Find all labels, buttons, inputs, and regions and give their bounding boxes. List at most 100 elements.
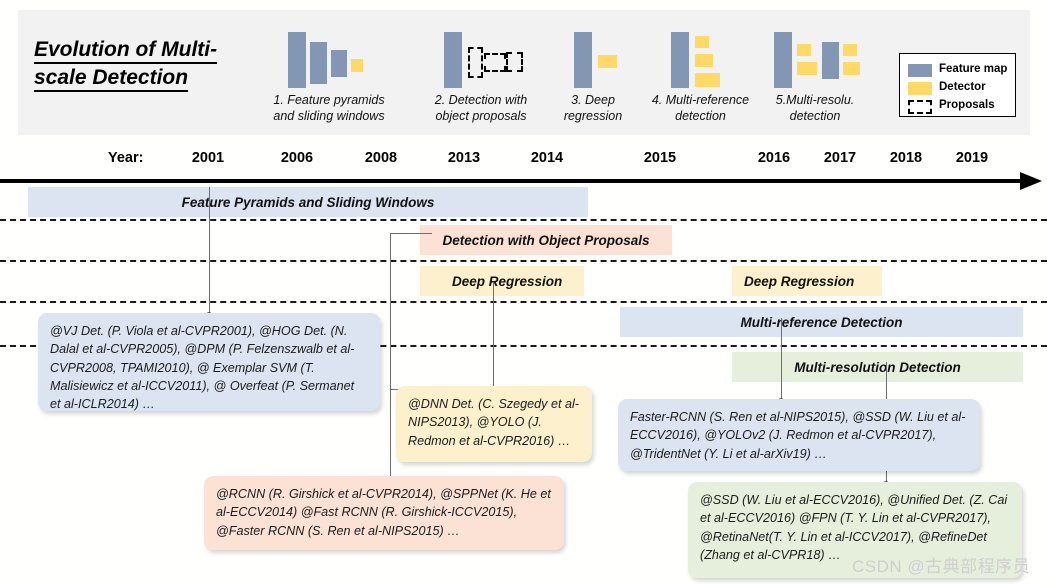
diagram-3-caption-line2: regression	[563, 109, 623, 123]
band-multi-reference: Multi-reference Detection	[620, 307, 1023, 337]
legend: Feature map Detector Proposals	[899, 53, 1016, 117]
feature-map-bar	[774, 32, 792, 88]
detector-box	[695, 36, 709, 48]
connector-line-2015	[781, 318, 783, 402]
proposal-box	[468, 47, 483, 78]
note-object-proposals: @RCNN (R. Girshick et al-CVPR2014), @SPP…	[204, 476, 564, 550]
diagram-4-caption-line2: detection	[675, 109, 726, 123]
connector-line-2008-vertical	[390, 233, 392, 480]
diagram-2-caption-line1: 2. Detection with	[434, 93, 528, 107]
note-object-proposals-text: @RCNN (R. Girshick et al-CVPR2014), @SPP…	[216, 487, 551, 538]
year-tick-2014: 2014	[530, 150, 564, 166]
timeline-axis	[0, 179, 1022, 183]
proposal-box	[506, 52, 523, 72]
band-deep-regression-right: Deep Regression	[732, 266, 882, 296]
detector-box	[843, 44, 857, 56]
year-tick-2006: 2006	[280, 150, 314, 166]
diagram-5-caption-line2: detection	[789, 109, 841, 123]
feature-map-bar	[331, 50, 347, 77]
year-axis-caption: Year:	[108, 150, 144, 166]
year-tick-2017: 2017	[823, 150, 857, 166]
diagram-1-caption-line2: and sliding windows	[273, 109, 385, 123]
diagram-2-art	[416, 28, 546, 90]
diagram-2-caption-line2: object proposals	[435, 109, 527, 123]
connector-line-deep-regression-vertical	[493, 282, 495, 389]
note-deep-regression-text: @DNN Det. (C. Szegedy et al-NIPS2013), @…	[408, 397, 579, 448]
band-multi-resolution: Multi-resolution Detection	[732, 352, 1023, 382]
diagram-1-art	[254, 28, 404, 90]
separator-line	[0, 301, 1047, 303]
feature-map-bar	[444, 32, 462, 88]
connector-line-2008-horizontal	[390, 233, 432, 235]
band-label-object-proposals: Detection with Object Proposals	[442, 232, 650, 248]
diagram-multi-reference: 4. Multi-reference detection	[638, 28, 763, 128]
separator-line	[0, 219, 1047, 221]
diagram-object-proposals: 2. Detection with object proposals	[416, 28, 546, 128]
note-multi-reference-text: Faster-RCNN (S. Ren et al-NIPS2015), @SS…	[630, 410, 966, 461]
connector-line-2001	[209, 187, 211, 315]
detector-box	[797, 44, 811, 56]
page-title: Evolution of Multi- scale Detection	[34, 36, 264, 93]
legend-label-detector: Detector	[939, 81, 986, 93]
note-feature-pyramids: @VJ Det. (P. Viola et al-CVPR2001), @HOG…	[38, 313, 380, 411]
page-title-line1: Evolution of Multi-	[34, 38, 218, 64]
diagram-5-caption-line1: 5.Multi-resolu.	[775, 93, 855, 107]
note-multi-resolution-text: @SSD (W. Liu et al-ECCV2016), @Unified D…	[700, 493, 1008, 562]
page-title-line2: scale Detection	[34, 66, 189, 93]
diagram-2-caption: 2. Detection with object proposals	[416, 92, 546, 124]
diagram-1-caption-line1: 1. Feature pyramids	[273, 93, 385, 107]
watermark: CSDN @古典部程序员	[852, 557, 1031, 576]
note-deep-regression: @DNN Det. (C. Szegedy et al-NIPS2013), @…	[396, 386, 592, 462]
year-tick-2019: 2019	[955, 150, 989, 166]
year-tick-2015: 2015	[643, 150, 677, 166]
diagram-multi-resolution: 5.Multi-resolu. detection	[755, 28, 875, 128]
detector-box	[797, 62, 817, 75]
year-tick-2013: 2013	[447, 150, 481, 166]
separator-line	[0, 260, 1047, 262]
feature-map-bar	[310, 42, 327, 84]
legend-label-feature-map: Feature map	[939, 63, 1008, 75]
note-multi-reference: Faster-RCNN (S. Ren et al-NIPS2015), @SS…	[618, 399, 980, 471]
diagram-deep-regression: 3. Deep regression	[545, 28, 641, 128]
band-label-multi-reference: Multi-reference Detection	[740, 314, 903, 330]
band-label-feature-pyramids: Feature Pyramids and Sliding Windows	[181, 194, 435, 210]
detector-box	[843, 62, 860, 75]
legend-swatch-detector	[908, 82, 932, 95]
diagram-3-caption-line1: 3. Deep	[571, 93, 615, 107]
separator-line	[0, 345, 1047, 347]
band-object-proposals: Detection with Object Proposals	[420, 225, 672, 255]
timeline-arrow-icon	[1020, 172, 1042, 190]
year-tick-2001: 2001	[191, 150, 225, 166]
year-tick-2018: 2018	[889, 150, 923, 166]
diagram-1-caption: 1. Feature pyramids and sliding windows	[254, 92, 404, 124]
year-tick-2008: 2008	[364, 150, 398, 166]
diagram-5-caption: 5.Multi-resolu. detection	[755, 92, 875, 124]
band-label-deep-regression-right: Deep Regression	[744, 273, 855, 289]
diagram-3-art	[545, 28, 641, 90]
year-tick-2016: 2016	[757, 150, 791, 166]
proposal-box	[484, 53, 506, 72]
detector-box	[695, 73, 720, 87]
diagram-4-art	[638, 28, 763, 90]
note-feature-pyramids-text: @VJ Det. (P. Viola et al-CVPR2001), @HOG…	[50, 324, 355, 411]
diagram-4-caption-line1: 4. Multi-reference	[651, 93, 750, 107]
header-panel: Evolution of Multi- scale Detection 1. F…	[18, 10, 1030, 135]
detector-box	[598, 55, 617, 68]
diagram-4-caption: 4. Multi-reference detection	[638, 92, 763, 124]
feature-map-bar	[574, 32, 592, 88]
detector-box	[351, 59, 363, 72]
feature-map-bar	[671, 32, 689, 88]
band-deep-regression-left: Deep Regression	[420, 266, 584, 296]
legend-label-proposals: Proposals	[939, 99, 995, 111]
band-feature-pyramids: Feature Pyramids and Sliding Windows	[28, 187, 588, 217]
legend-swatch-feature-map	[908, 64, 932, 77]
band-label-multi-resolution: Multi-resolution Detection	[794, 359, 961, 375]
detector-box	[695, 54, 713, 67]
band-label-deep-regression-left: Deep Regression	[452, 273, 563, 289]
diagram-feature-pyramids: 1. Feature pyramids and sliding windows	[254, 28, 404, 128]
note-multi-resolution: @SSD (W. Liu et al-ECCV2016), @Unified D…	[688, 482, 1022, 578]
diagram-3-caption: 3. Deep regression	[545, 92, 641, 124]
diagram-5-art	[755, 28, 875, 90]
feature-map-bar	[288, 32, 306, 88]
